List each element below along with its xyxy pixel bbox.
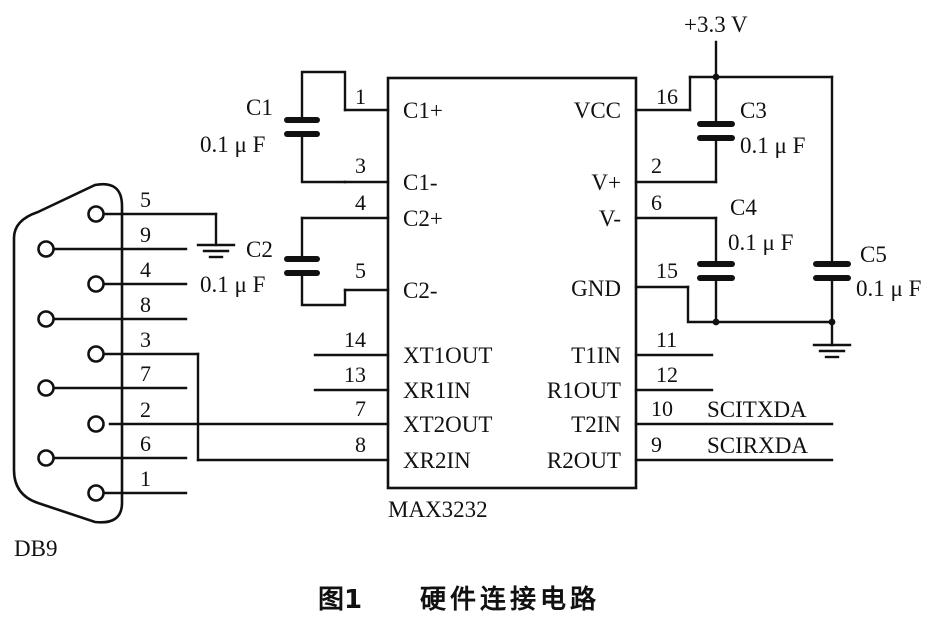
c5-name: C5: [860, 242, 887, 267]
pin-label-t2in: T2IN: [571, 412, 621, 437]
db9-pin-8: [37, 310, 55, 328]
pin-label-c2plus: C2+: [403, 206, 443, 231]
c3-name: C3: [740, 98, 767, 123]
pin-num-8: 8: [355, 432, 366, 457]
db9-num-7: 7: [140, 361, 151, 386]
capacitor-c1: [284, 70, 347, 184]
c1-value: 0.1 μ F: [200, 132, 265, 157]
ground-symbol-db9-icon: [196, 243, 236, 259]
pin-label-gnd: GND: [571, 276, 621, 301]
net-scirxda: SCIRXDA: [707, 433, 808, 458]
db9-num-5: 5: [140, 187, 151, 212]
pin-num-13: 13: [344, 362, 366, 387]
c5-value: 0.1 μ F: [856, 276, 921, 301]
db9-pin-5: [87, 205, 105, 223]
db9-num-4: 4: [140, 257, 151, 282]
chip-body: [386, 76, 638, 490]
capacitor-c3: [697, 121, 735, 184]
pin-label-r1out: R1OUT: [547, 378, 621, 403]
caption-title: 硬件连接电路: [420, 584, 600, 615]
pin-label-vminus: V-: [599, 206, 621, 231]
pin-label-xr1in: XR1IN: [403, 378, 471, 403]
chip-name: MAX3232: [388, 497, 488, 522]
pin-label-xt1out: XT1OUT: [403, 343, 492, 368]
pin-num-9: 9: [651, 432, 662, 457]
db9-pin-2: [87, 415, 105, 433]
db9-connector: [12, 182, 124, 524]
caption-figure: 图1: [318, 585, 362, 615]
db9-pin-9: [37, 240, 55, 258]
pin-label-xt2out: XT2OUT: [403, 412, 492, 437]
db9-num-6: 6: [140, 431, 151, 456]
pin-num-1: 1: [355, 84, 366, 109]
pin-label-c1plus: C1+: [403, 98, 443, 123]
db9-pin-1: [87, 484, 105, 502]
pin-num-3: 3: [355, 153, 366, 178]
db9-num-2: 2: [140, 397, 151, 422]
pin-num-14: 14: [344, 327, 366, 352]
db9-num-3: 3: [140, 327, 151, 352]
pin-num-6: 6: [651, 190, 662, 215]
supply-label: +3.3 V: [684, 12, 748, 37]
pin-num-5: 5: [355, 258, 366, 283]
pin-num-2: 2: [651, 153, 662, 178]
db9-pin-4: [87, 275, 105, 293]
db9-pin-7: [37, 379, 55, 397]
pin-num-10: 10: [651, 396, 673, 421]
db9-pin-3: [87, 345, 105, 363]
db9-label: DB9: [14, 536, 57, 561]
db9-num-8: 8: [140, 292, 151, 317]
pin-num-15: 15: [656, 258, 678, 283]
db9-num-9: 9: [140, 222, 151, 247]
pin-label-c1minus: C1-: [403, 170, 438, 195]
pin-label-vcc: VCC: [574, 98, 621, 123]
pin-num-7: 7: [355, 396, 366, 421]
pin-label-vplus: V+: [591, 170, 621, 195]
ground-net: [686, 285, 836, 326]
pin-num-12: 12: [656, 362, 678, 387]
pin-label-t1in: T1IN: [571, 343, 621, 368]
c4-value: 0.1 μ F: [728, 230, 793, 255]
ground-symbol-icon: [812, 343, 852, 359]
net-scitxda: SCITXDA: [707, 397, 807, 422]
pin-label-c2minus: C2-: [403, 278, 438, 303]
pin-num-11: 11: [656, 327, 677, 352]
pin-label-xr2in: XR2IN: [403, 448, 471, 473]
power-rail: [688, 40, 834, 264]
capacitor-c2: [284, 216, 347, 307]
pin-label-r2out: R2OUT: [547, 448, 621, 473]
c1-name: C1: [246, 95, 273, 120]
pin-num-16: 16: [656, 84, 678, 109]
c3-value: 0.1 μ F: [740, 133, 805, 158]
c4-name: C4: [730, 195, 757, 220]
db9-num-1: 1: [140, 466, 151, 491]
capacitor-c4: [697, 216, 735, 324]
db9-pin-6: [37, 449, 55, 467]
c2-value: 0.1 μ F: [200, 272, 265, 297]
pin-num-4: 4: [355, 190, 366, 215]
c2-name: C2: [246, 237, 273, 262]
capacitor-c5: [813, 261, 851, 347]
